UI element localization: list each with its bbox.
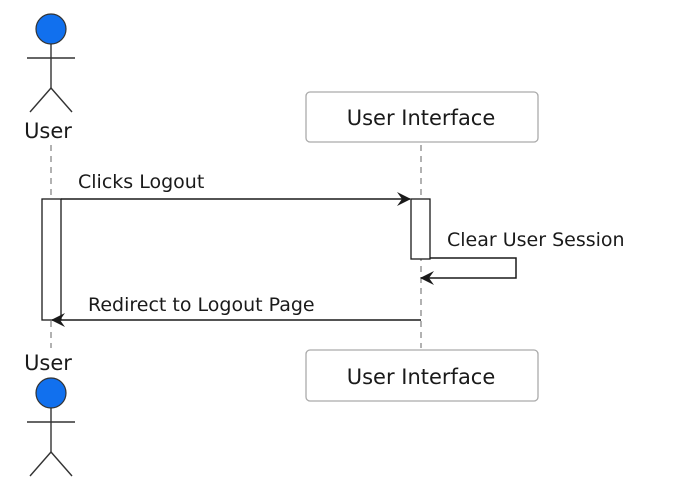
message-clear-user-session: Clear User Session [420, 229, 625, 285]
stick-figure-icon [27, 408, 75, 477]
message-label: Clear User Session [447, 229, 625, 251]
participant-box-top: User Interface [305, 91, 539, 143]
actor-head-icon [35, 13, 67, 45]
message-redirect-logout: Redirect to Logout Page [51, 294, 421, 327]
participant-box-frame [305, 91, 539, 143]
participant-label-ui-bottom: User Interface [347, 365, 496, 389]
message-clicks-logout: Clicks Logout [61, 171, 411, 206]
participant-label-ui-top: User Interface [347, 106, 496, 130]
actor-head-icon [35, 377, 67, 409]
actor-label-user-bottom: User [24, 351, 72, 375]
activation-bar-ui [410, 198, 431, 260]
stick-figure-icon [27, 44, 75, 113]
actor-label-user-top: User [24, 119, 72, 143]
message-label: Clicks Logout [78, 171, 204, 193]
actor-user-bottom: User [24, 351, 75, 477]
actor-user-top: User [24, 13, 75, 143]
activation-bar-user [41, 198, 62, 321]
participant-box-bottom: User Interface [305, 349, 539, 402]
participant-box-frame [305, 349, 539, 402]
message-self-arrow [420, 257, 517, 285]
message-label: Redirect to Logout Page [88, 294, 315, 316]
